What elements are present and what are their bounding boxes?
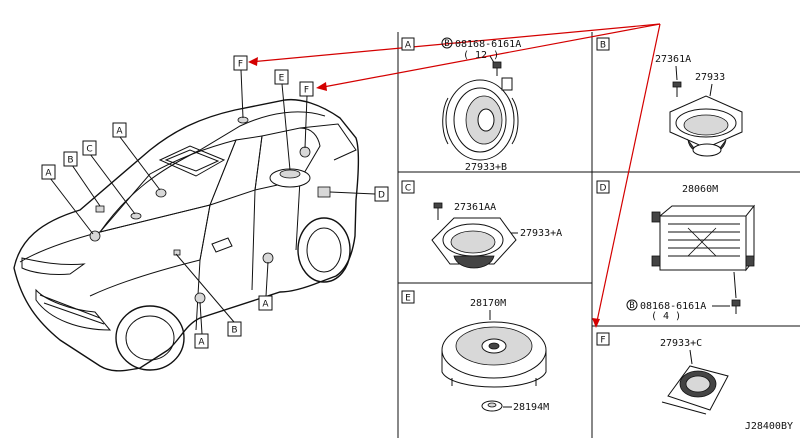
svg-text:28060M: 28060M xyxy=(682,184,718,195)
callout-a-1: A xyxy=(112,122,127,138)
callout-b-1: B xyxy=(63,151,78,167)
svg-text:B: B xyxy=(629,301,634,311)
svg-text:E: E xyxy=(405,294,411,304)
svg-text:27933+C: 27933+C xyxy=(660,338,702,349)
callout-f-top-1: F xyxy=(233,55,248,71)
callout-f-top-2: F xyxy=(299,81,314,97)
callout-e: E xyxy=(274,69,289,85)
callout-a-4: A xyxy=(194,333,209,349)
svg-text:( 4 ): ( 4 ) xyxy=(651,311,681,322)
svg-text:A: A xyxy=(405,41,412,51)
callout-leaders xyxy=(49,69,376,335)
svg-text:28170M: 28170M xyxy=(470,298,506,309)
svg-text:F: F xyxy=(600,336,605,346)
svg-text:27933+A: 27933+A xyxy=(520,228,562,239)
svg-text:B: B xyxy=(67,156,73,166)
svg-text:( 12 ): ( 12 ) xyxy=(463,50,499,61)
svg-text:B: B xyxy=(444,39,449,49)
svg-text:08168-6161A: 08168-6161A xyxy=(640,301,706,312)
svg-text:E: E xyxy=(279,74,285,84)
callout-c: C xyxy=(82,140,97,156)
svg-text:B: B xyxy=(231,326,237,336)
svg-text:27361A: 27361A xyxy=(655,54,691,65)
svg-text:27933: 27933 xyxy=(695,72,725,83)
section-a: A B 08168-6161A ( 12 ) 27933+B xyxy=(401,37,521,173)
panel-grid xyxy=(397,32,800,438)
svg-text:08168-6161A: 08168-6161A xyxy=(455,39,521,50)
section-d: D 28060M B 08168-6161A ( 4 ) xyxy=(596,180,756,322)
section-f: F 27933+C xyxy=(596,332,729,415)
svg-text:A: A xyxy=(262,300,269,310)
svg-text:D: D xyxy=(600,184,607,194)
svg-text:A: A xyxy=(45,169,52,179)
callout-d: D xyxy=(374,186,389,202)
vehicle-illustration xyxy=(13,98,359,372)
svg-text:A: A xyxy=(116,127,123,137)
svg-text:A: A xyxy=(198,338,205,348)
svg-text:C: C xyxy=(405,184,411,194)
svg-text:27361AA: 27361AA xyxy=(454,202,496,213)
section-e: E 28170M 28194M xyxy=(401,290,549,413)
section-c: C 27361AA 27933+A xyxy=(401,180,562,269)
diagram-code: J28400BY xyxy=(745,421,793,432)
svg-text:C: C xyxy=(86,145,92,155)
callout-b-2: B xyxy=(227,321,242,337)
red-arrows xyxy=(248,23,661,328)
svg-text:28194M: 28194M xyxy=(513,402,549,413)
svg-text:D: D xyxy=(378,191,385,201)
svg-text:F: F xyxy=(304,86,309,96)
callout-a-3: A xyxy=(258,295,273,311)
svg-text:F: F xyxy=(238,60,243,70)
section-b: B 27361A 27933 xyxy=(596,37,743,157)
svg-text:27933+B: 27933+B xyxy=(465,162,507,173)
svg-text:B: B xyxy=(600,41,606,51)
callout-a-2: A xyxy=(41,164,56,180)
